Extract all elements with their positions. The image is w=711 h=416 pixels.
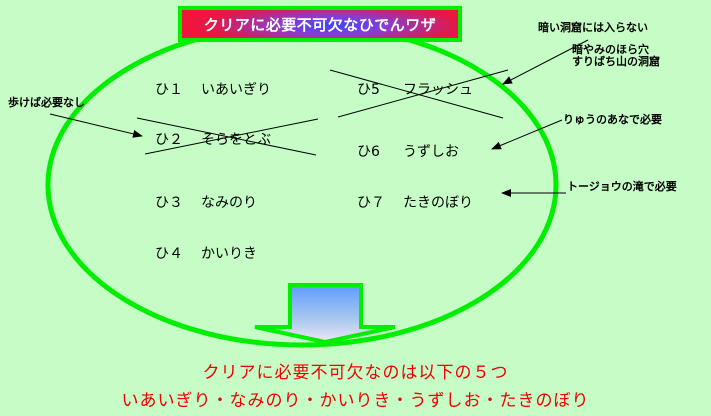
move-item: ひ１ いあいぎり	[155, 79, 271, 99]
note-flash-location-2: すりばち山の洞窟	[572, 55, 660, 68]
move-number: ひ７	[357, 195, 385, 211]
move-name: フラッシュ	[403, 82, 473, 98]
move-item: ひ２ そらをとぶ	[155, 129, 271, 149]
move-item: ひ6 うずしお	[357, 141, 459, 161]
result-line-2: いあいぎり・なみのり・かいりき・うずしお・たきのぼり	[121, 391, 590, 411]
move-name: かいりき	[201, 246, 257, 262]
note-flash-location-1: 暗やみのほら穴	[572, 43, 649, 56]
diagram-title: クリアに必要不可欠なひでんワザ	[178, 6, 462, 42]
move-number: ひ5	[357, 82, 380, 98]
move-item: ひ７ たきのぼり	[357, 192, 473, 212]
move-item: ひ４ かいりき	[155, 243, 257, 263]
move-number: ひ４	[155, 246, 183, 262]
move-item: ひ３ なみのり	[155, 192, 257, 212]
note-waterfall: トージョウの滝で必要	[567, 180, 677, 193]
note-whirlpool: りゅうのあなで必要	[563, 113, 662, 126]
move-number: ひ１	[155, 82, 183, 98]
move-number: ひ２	[155, 132, 183, 148]
move-name: なみのり	[201, 195, 257, 211]
move-name: たきのぼり	[403, 195, 473, 211]
move-name: いあいぎり	[201, 82, 271, 98]
result-line-1: クリアに必要不可欠なのは以下の５つ	[202, 363, 509, 383]
down-arrow-icon	[254, 283, 396, 345]
move-name: そらをとぶ	[201, 132, 271, 148]
note-walk: 歩けば必要なし	[8, 96, 85, 109]
note-flash-dark-cave: 暗い洞窟には入らない	[538, 21, 648, 34]
move-item: ひ5 フラッシュ	[357, 79, 473, 99]
move-number: ひ３	[155, 195, 183, 211]
move-number: ひ6	[357, 144, 380, 160]
move-name: うずしお	[403, 144, 459, 160]
